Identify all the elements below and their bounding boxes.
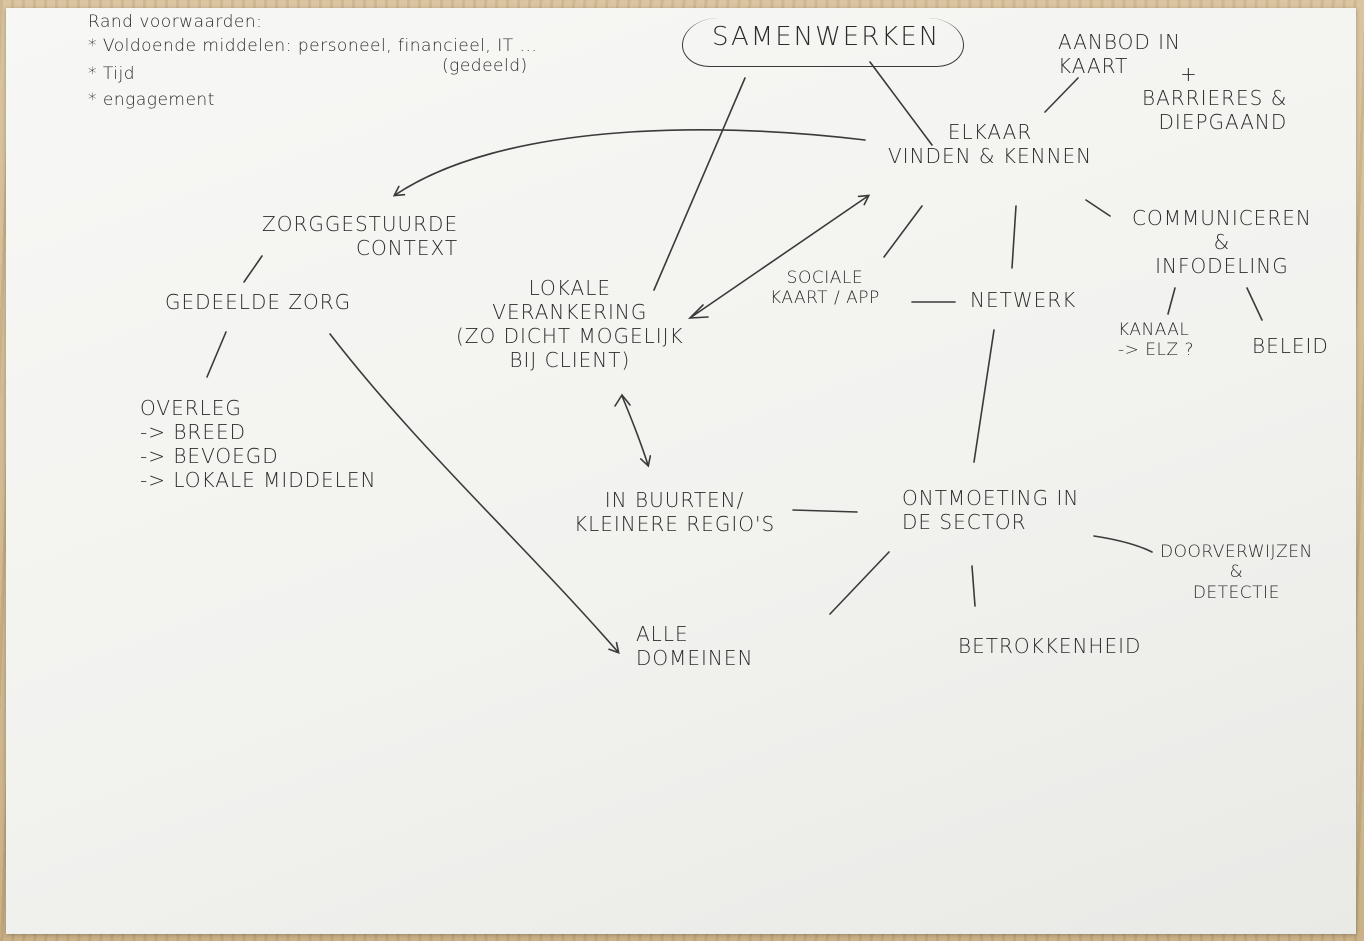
node-lokale-verankering: LOKALE VERANKERING (ZO DICHT MOGELIJK BI… [456, 276, 684, 372]
node-beleid: BELEID [1252, 334, 1329, 358]
node-alle-domeinen: ALLE DOMEINEN [636, 622, 754, 670]
line-samenwerken-elkaar [869, 61, 933, 146]
node-aanbod-in-kaart: AANBOD IN KAART [1058, 30, 1181, 78]
node-ontmoeting-sector: ONTMOETING IN DE SECTOR [902, 486, 1080, 534]
line-elkaar-netwerk [1011, 205, 1017, 269]
line-communiceren-beleid [1246, 287, 1263, 321]
condition-item-tijd: * Tijd [88, 64, 136, 84]
node-zorggestuurde-context: ZORGGESTUURDE CONTEXT [262, 212, 459, 260]
arrow-lokale-buurten [621, 395, 652, 468]
line-elkaar-communiceren [1085, 199, 1111, 217]
samenwerken-cloud [682, 18, 964, 67]
node-gedeelde-zorg: GEDEELDE ZORG [165, 290, 352, 314]
condition-item-middelen: * Voldoende middelen: personeel, financi… [88, 36, 538, 56]
line-gedeelde-overleg [206, 331, 227, 378]
node-sociale-kaart: SOCIALE KAART / APP [770, 268, 880, 309]
line-ontmoeting-betrokkenheid [971, 565, 976, 607]
line-ontmoeting-doorverwijzen [1093, 535, 1153, 553]
condition-item-gedeeld: (gedeeld) [442, 56, 528, 76]
paper-sheet [6, 8, 1356, 934]
node-samenwerken: SAMENWERKEN [712, 22, 941, 52]
node-elkaar-vinden-kennen: ELKAAR VINDEN & KENNEN [888, 120, 1093, 168]
node-betrokkenheid: BETROKKENHEID [958, 634, 1142, 658]
line-elkaar-sociale [883, 205, 923, 258]
line-communiceren-kanaal [1167, 287, 1176, 315]
conditions-title: Rand voorwaarden: [88, 12, 263, 32]
line-aanbod-elkaar [1044, 77, 1079, 113]
line-samenwerken-lokale [653, 77, 746, 291]
node-communiceren-infodeling: COMMUNICEREN & INFODELING [1132, 206, 1312, 278]
node-kanaal-elz: KANAAL -> ELZ ? [1118, 320, 1195, 361]
arrowhead-lokale [687, 304, 709, 319]
condition-item-engagement: * engagement [88, 90, 215, 110]
line-zorggestuurde-gedeelde [243, 255, 263, 283]
arrow-lokale-elkaar [689, 194, 871, 319]
node-overleg: OVERLEG -> BREED -> BEVOEGD -> LOKALE MI… [140, 396, 377, 492]
line-buurten-ontmoeting [792, 509, 858, 513]
node-netwerk: NETWERK [970, 288, 1077, 312]
plus-sign: + [1180, 62, 1198, 86]
node-in-buurten: IN BUURTEN/ KLEINERE REGIO'S [574, 488, 776, 536]
line-netwerk-ontmoeting [973, 329, 995, 463]
arrowhead-lokale-top [614, 393, 631, 407]
node-doorverwijzen-detectie: DOORVERWIJZEN & DETECTIE [1160, 542, 1313, 603]
arrow-elkaar-zorggestuurde [392, 129, 866, 197]
node-barrieres: BARRIERES & DIEPGAAND [1142, 86, 1288, 134]
line-ontmoeting-alledomeinen [829, 551, 890, 615]
arrow-gedeelde-alledomeinen [329, 333, 620, 654]
